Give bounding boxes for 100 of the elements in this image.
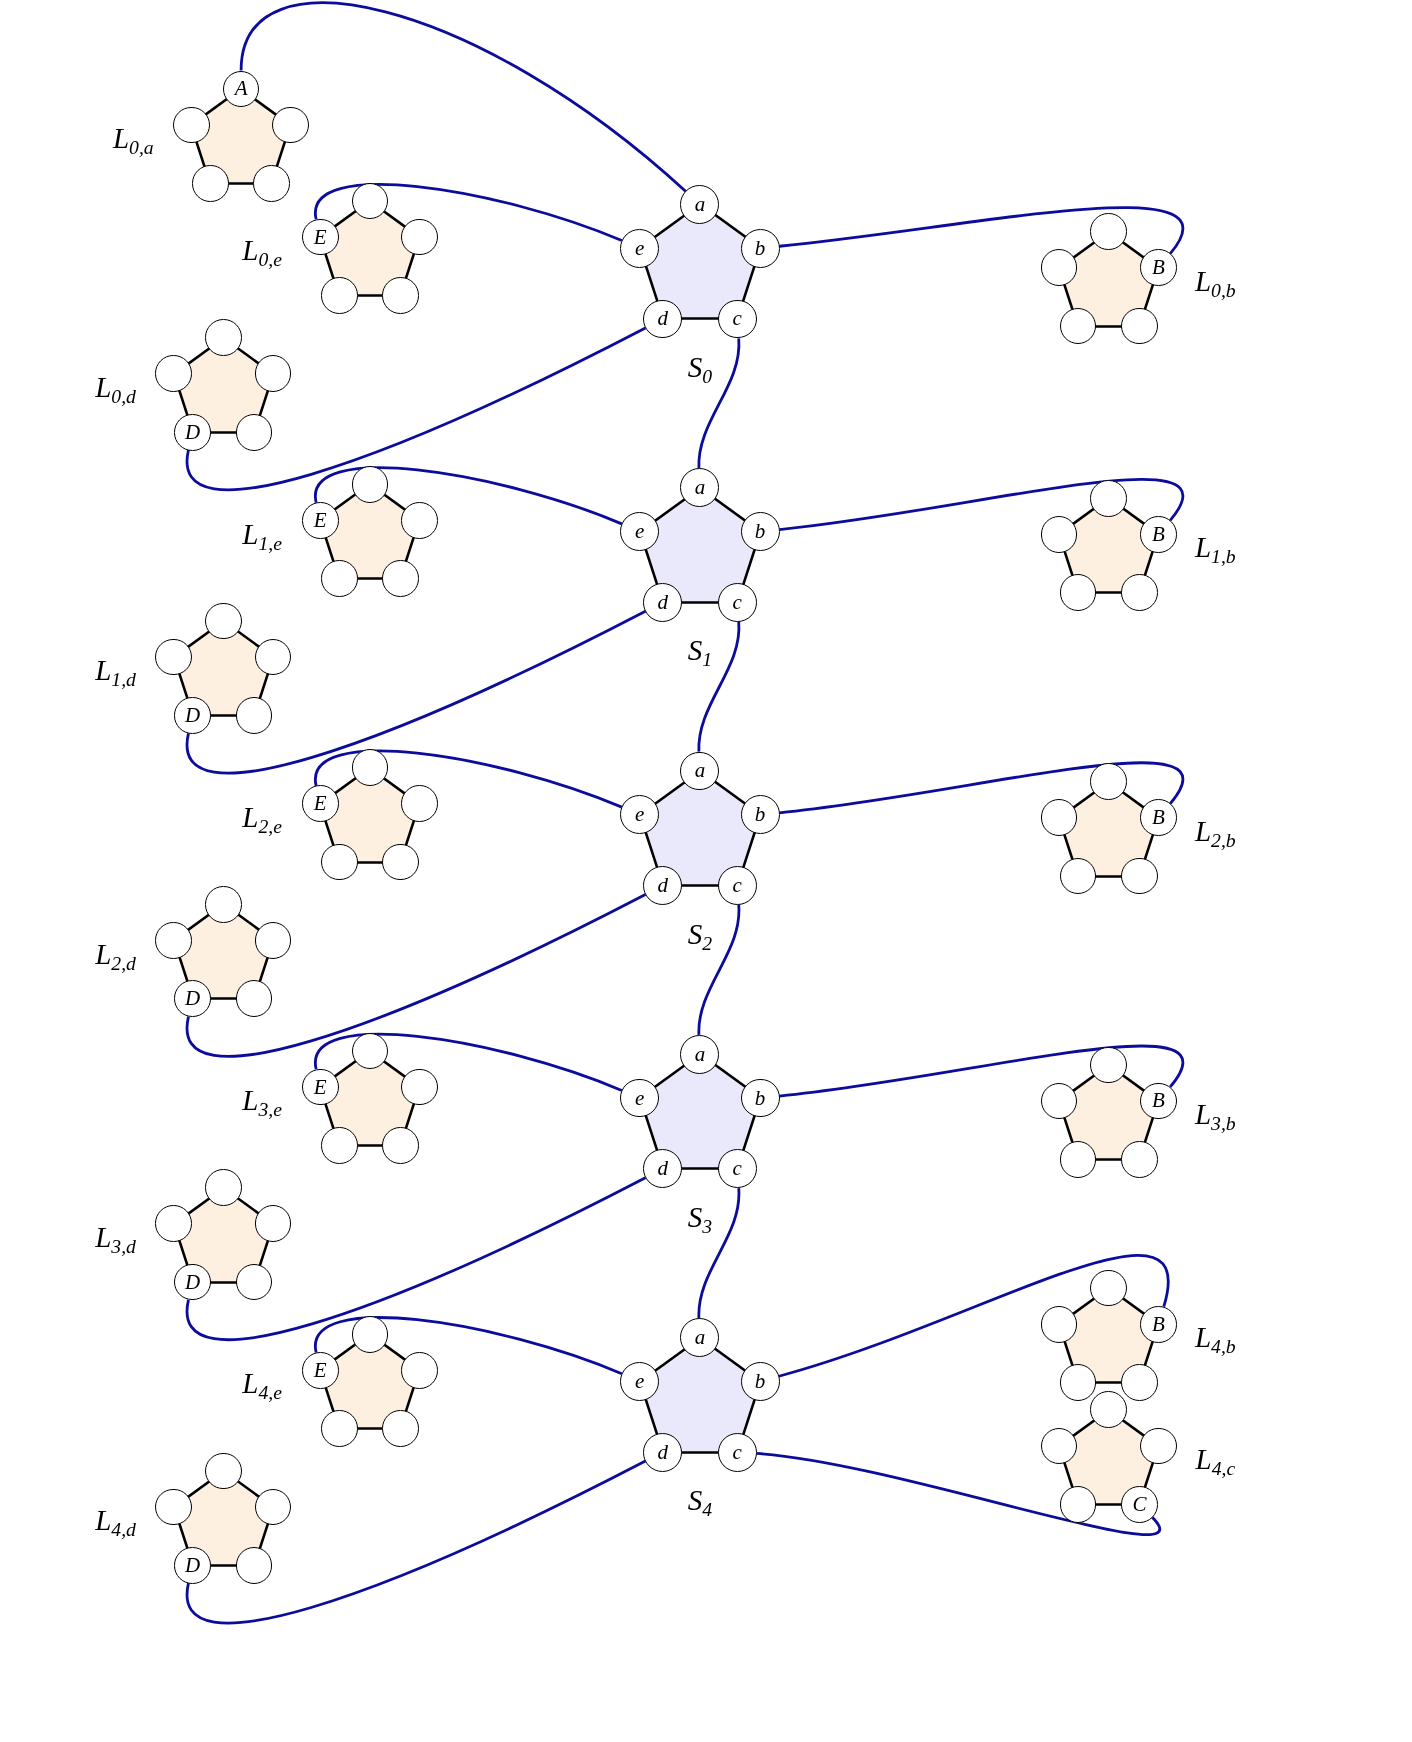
vertex-circle: [1140, 1427, 1177, 1465]
labeled-vertex-circle: d: [643, 1149, 683, 1189]
gadget-label: L$_{1,e}$: [242, 519, 282, 554]
labeled-vertex-circle: E: [301, 1351, 339, 1389]
connector-curve: [186, 893, 647, 1058]
labeled-vertex-circle: e: [620, 1361, 660, 1401]
gadget-label: S$_{3}$: [687, 1202, 713, 1237]
labeled-vertex-circle: a: [680, 184, 720, 224]
connector-curve: [314, 183, 623, 242]
vertex-circle: [320, 277, 358, 314]
gadget-label: L$_{4,b}$: [1194, 1323, 1236, 1358]
vertex-circle: [204, 1169, 242, 1206]
gadget-label: L$_{3,e}$: [242, 1086, 282, 1120]
vertex-circle: [382, 1127, 419, 1164]
vertex-circle: [204, 1452, 242, 1490]
labeled-vertex-circle: c: [717, 299, 757, 339]
labeled-vertex-circle: D: [174, 697, 211, 734]
labeled-vertex-circle: a: [680, 751, 720, 791]
vertex-circle: [253, 165, 291, 202]
connector-curve: [778, 1254, 1170, 1378]
connector-curve: [697, 1188, 741, 1319]
gadget-label: L$_{4,d}$: [95, 1506, 136, 1540]
labeled-vertex-circle: E: [301, 218, 339, 256]
labeled-vertex-circle: a: [680, 468, 720, 508]
connector-curve: [186, 609, 647, 775]
vertex-circle: [382, 1410, 419, 1447]
labeled-vertex-circle: B: [1140, 516, 1177, 553]
labeled-vertex-circle: c: [717, 866, 757, 905]
vertex-circle: [1059, 574, 1097, 612]
gadget-label: L$_{2,d}$: [95, 939, 136, 974]
labeled-vertex-circle: B: [1140, 799, 1177, 836]
vertex-circle: [173, 106, 210, 144]
gadget-label: S$_{2}$: [687, 919, 713, 954]
connector-curve: [314, 1316, 623, 1376]
labeled-vertex-circle: e: [620, 795, 660, 835]
vertex-circle: [272, 106, 310, 144]
vertex-circle: [254, 1205, 292, 1242]
vertex-circle: [204, 602, 242, 640]
vertex-circle: [351, 749, 389, 786]
gadget-label: L$_{3,b}$: [1194, 1100, 1236, 1134]
labeled-vertex-circle: A: [222, 70, 260, 108]
vertex-circle: [254, 355, 292, 393]
gadget-label: L$_{4,c}$: [1195, 1445, 1236, 1479]
labeled-vertex-circle: e: [620, 512, 660, 551]
vertex-circle: [382, 277, 419, 314]
labeled-vertex-circle: B: [1140, 1082, 1177, 1120]
vertex-circle: [382, 560, 419, 598]
labeled-vertex-circle: a: [680, 1318, 720, 1357]
gadget-label: L$_{0,b}$: [1194, 267, 1236, 301]
vertex-circle: [235, 1547, 273, 1584]
labeled-vertex-circle: E: [301, 502, 339, 539]
connector-curve: [697, 621, 741, 752]
vertex-circle: [155, 922, 192, 959]
vertex-circle: [1040, 1427, 1078, 1465]
gadget-label: S$_{0}$: [687, 353, 713, 387]
labeled-vertex-circle: c: [717, 1432, 757, 1472]
vertex-circle: [401, 218, 438, 256]
vertex-circle: [401, 502, 438, 539]
connector-curve: [186, 1459, 647, 1624]
gadget-label: L$_{0,d}$: [95, 373, 136, 407]
vertex-circle: [254, 922, 292, 959]
labeled-vertex-circle: b: [740, 1361, 780, 1401]
connector-curve: [314, 466, 623, 526]
vertex-circle: [155, 355, 192, 393]
connector-curve: [779, 478, 1184, 531]
gadget-label: L$_{0,a}$: [112, 124, 154, 158]
labeled-vertex-circle: E: [301, 1068, 339, 1106]
vertex-circle: [401, 785, 438, 823]
labeled-vertex-circle: D: [174, 1547, 211, 1584]
vertex-circle: [1121, 857, 1158, 895]
gadget-label: L$_{2,e}$: [242, 803, 282, 837]
vertex-circle: [320, 560, 358, 598]
vertex-circle: [204, 319, 242, 357]
vertex-circle: [401, 1351, 438, 1389]
labeled-vertex-circle: B: [1140, 1305, 1177, 1343]
gadget-label: L$_{4,e}$: [242, 1369, 282, 1404]
labeled-vertex-circle: D: [174, 1263, 211, 1301]
vertex-circle: [320, 843, 358, 881]
labeled-vertex-circle: B: [1140, 249, 1177, 287]
vertex-circle: [155, 1488, 192, 1526]
vertex-circle: [320, 1410, 358, 1447]
vertex-circle: [155, 1205, 192, 1242]
connector-curve: [697, 904, 741, 1035]
vertex-circle: [1059, 307, 1097, 345]
labeled-vertex-circle: b: [740, 795, 780, 835]
gadget-label: S$_{1}$: [687, 636, 713, 670]
connector-curve: [314, 749, 623, 809]
gadget-label: L$_{0,e}$: [242, 236, 282, 271]
vertex-circle: [155, 638, 192, 676]
vertex-circle: [1040, 1082, 1078, 1120]
labeled-vertex-circle: d: [643, 1432, 683, 1472]
labeled-vertex-circle: D: [174, 413, 211, 451]
labeled-vertex-circle: d: [643, 866, 683, 905]
vertex-circle: [1121, 574, 1158, 612]
labeled-vertex-circle: a: [680, 1034, 720, 1074]
labeled-vertex-circle: b: [740, 512, 780, 551]
vertex-circle: [1121, 307, 1158, 345]
gadget-label: L$_{3,d}$: [95, 1222, 136, 1257]
connector-curve: [239, 1, 687, 193]
connector-curve: [779, 761, 1184, 815]
